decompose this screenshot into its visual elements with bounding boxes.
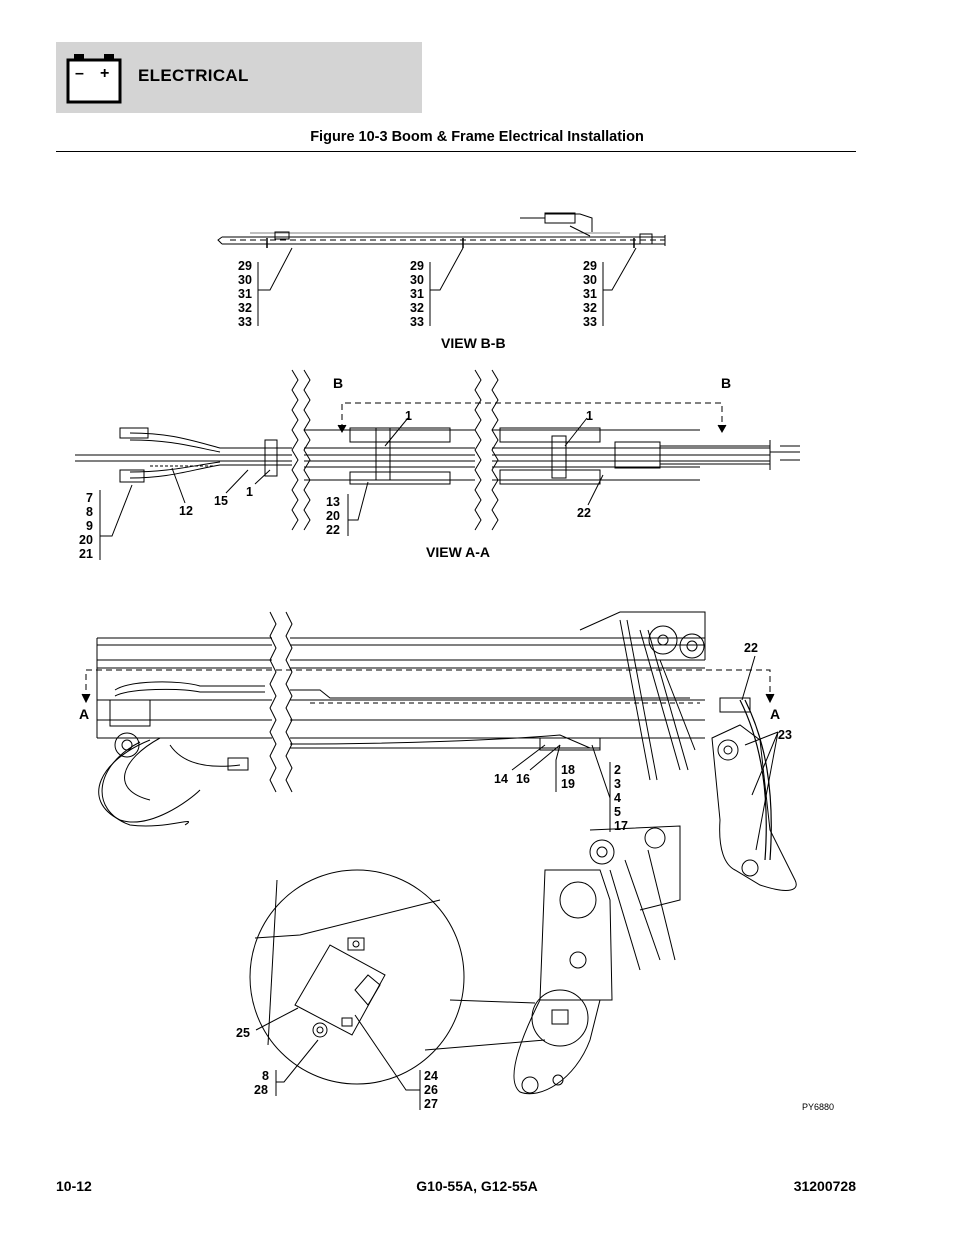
- callout-8: 8: [262, 1069, 269, 1083]
- figure-title: Figure 10-3 Boom & Frame Electrical Inst…: [310, 129, 644, 145]
- callout-14: 14: [494, 772, 508, 786]
- aa-mid-callout-group: 13 20 22: [326, 495, 340, 537]
- detail-callout-group-24-27: 24 26 27: [424, 1069, 438, 1111]
- main-view-drawing: [81, 611, 797, 891]
- section-mark-b-right: B: [721, 375, 731, 391]
- callout-26: 26: [424, 1083, 438, 1097]
- callout-19: 19: [561, 777, 575, 791]
- callout-3: 3: [614, 777, 621, 791]
- callout-31: 31: [238, 287, 252, 301]
- callout-20: 20: [326, 509, 340, 523]
- callout-22: 22: [744, 641, 758, 655]
- battery-minus: –: [75, 65, 84, 82]
- callout-32: 32: [238, 301, 252, 315]
- callout-31: 31: [583, 287, 597, 301]
- callout-2: 2: [614, 763, 621, 777]
- callout-32: 32: [410, 301, 424, 315]
- bb-callout-group-1: 29 30 31 32 33: [238, 259, 252, 329]
- callout-30: 30: [410, 273, 424, 287]
- callout-29: 29: [410, 259, 424, 273]
- callout-17: 17: [614, 819, 628, 833]
- view-aa-drawing: [75, 369, 800, 560]
- drawing-id: PY6880: [802, 1102, 834, 1112]
- callout-16: 16: [516, 772, 530, 786]
- callout-29: 29: [238, 259, 252, 273]
- footer-page-number: 10-12: [56, 1178, 92, 1194]
- callout-7: 7: [86, 491, 93, 505]
- callout-1: 1: [586, 409, 593, 423]
- callout-1: 1: [405, 409, 412, 423]
- callout-33: 33: [410, 315, 424, 329]
- title-rule: [56, 151, 856, 152]
- section-header: – + ELECTRICAL: [56, 42, 422, 113]
- callout-4: 4: [614, 791, 621, 805]
- bb-callout-group-2: 29 30 31 32 33: [410, 259, 424, 329]
- callout-18: 18: [561, 763, 575, 777]
- aa-left-callout-group: 7 8 9 20 21: [79, 491, 93, 561]
- callout-20: 20: [79, 533, 93, 547]
- battery-plus: +: [100, 65, 109, 82]
- callout-1: 1: [246, 485, 253, 499]
- callout-32: 32: [583, 301, 597, 315]
- callout-22: 22: [326, 523, 340, 537]
- callout-21: 21: [79, 547, 93, 561]
- section-mark-a-right: A: [770, 706, 780, 722]
- view-aa-title: VIEW A-A: [426, 544, 490, 560]
- callout-25: 25: [236, 1026, 250, 1040]
- view-bb-title: VIEW B-B: [441, 335, 506, 351]
- detail-circle-drawing: [249, 869, 546, 1110]
- callout-12: 12: [179, 504, 193, 518]
- lower-assembly-drawing: [513, 825, 681, 1095]
- callout-8: 8: [86, 505, 93, 519]
- main-callout-group-18-19: 18 19: [561, 763, 575, 791]
- callout-30: 30: [583, 273, 597, 287]
- callout-23: 23: [778, 728, 792, 742]
- callout-30: 30: [238, 273, 252, 287]
- callout-15: 15: [214, 494, 228, 508]
- section-mark-a-left: A: [79, 706, 89, 722]
- callout-27: 27: [424, 1097, 438, 1111]
- callout-33: 33: [583, 315, 597, 329]
- main-callout-group-2-17: 2 3 4 5 17: [614, 763, 628, 833]
- callout-9: 9: [86, 519, 93, 533]
- footer-doc-number: 31200728: [793, 1178, 856, 1194]
- callout-28: 28: [254, 1083, 268, 1097]
- callout-24: 24: [424, 1069, 438, 1083]
- section-title: ELECTRICAL: [138, 66, 249, 85]
- callout-29: 29: [583, 259, 597, 273]
- callout-13: 13: [326, 495, 340, 509]
- footer-model: G10-55A, G12-55A: [416, 1178, 538, 1194]
- section-mark-b-left: B: [333, 375, 343, 391]
- battery-icon: – +: [66, 54, 122, 104]
- callout-5: 5: [614, 805, 621, 819]
- callout-22: 22: [577, 506, 591, 520]
- callout-31: 31: [410, 287, 424, 301]
- detail-callout-group-8-28: 8 28: [254, 1069, 269, 1097]
- callout-33: 33: [238, 315, 252, 329]
- bb-callout-group-3: 29 30 31 32 33: [583, 259, 597, 329]
- view-bb-drawing: [217, 212, 666, 326]
